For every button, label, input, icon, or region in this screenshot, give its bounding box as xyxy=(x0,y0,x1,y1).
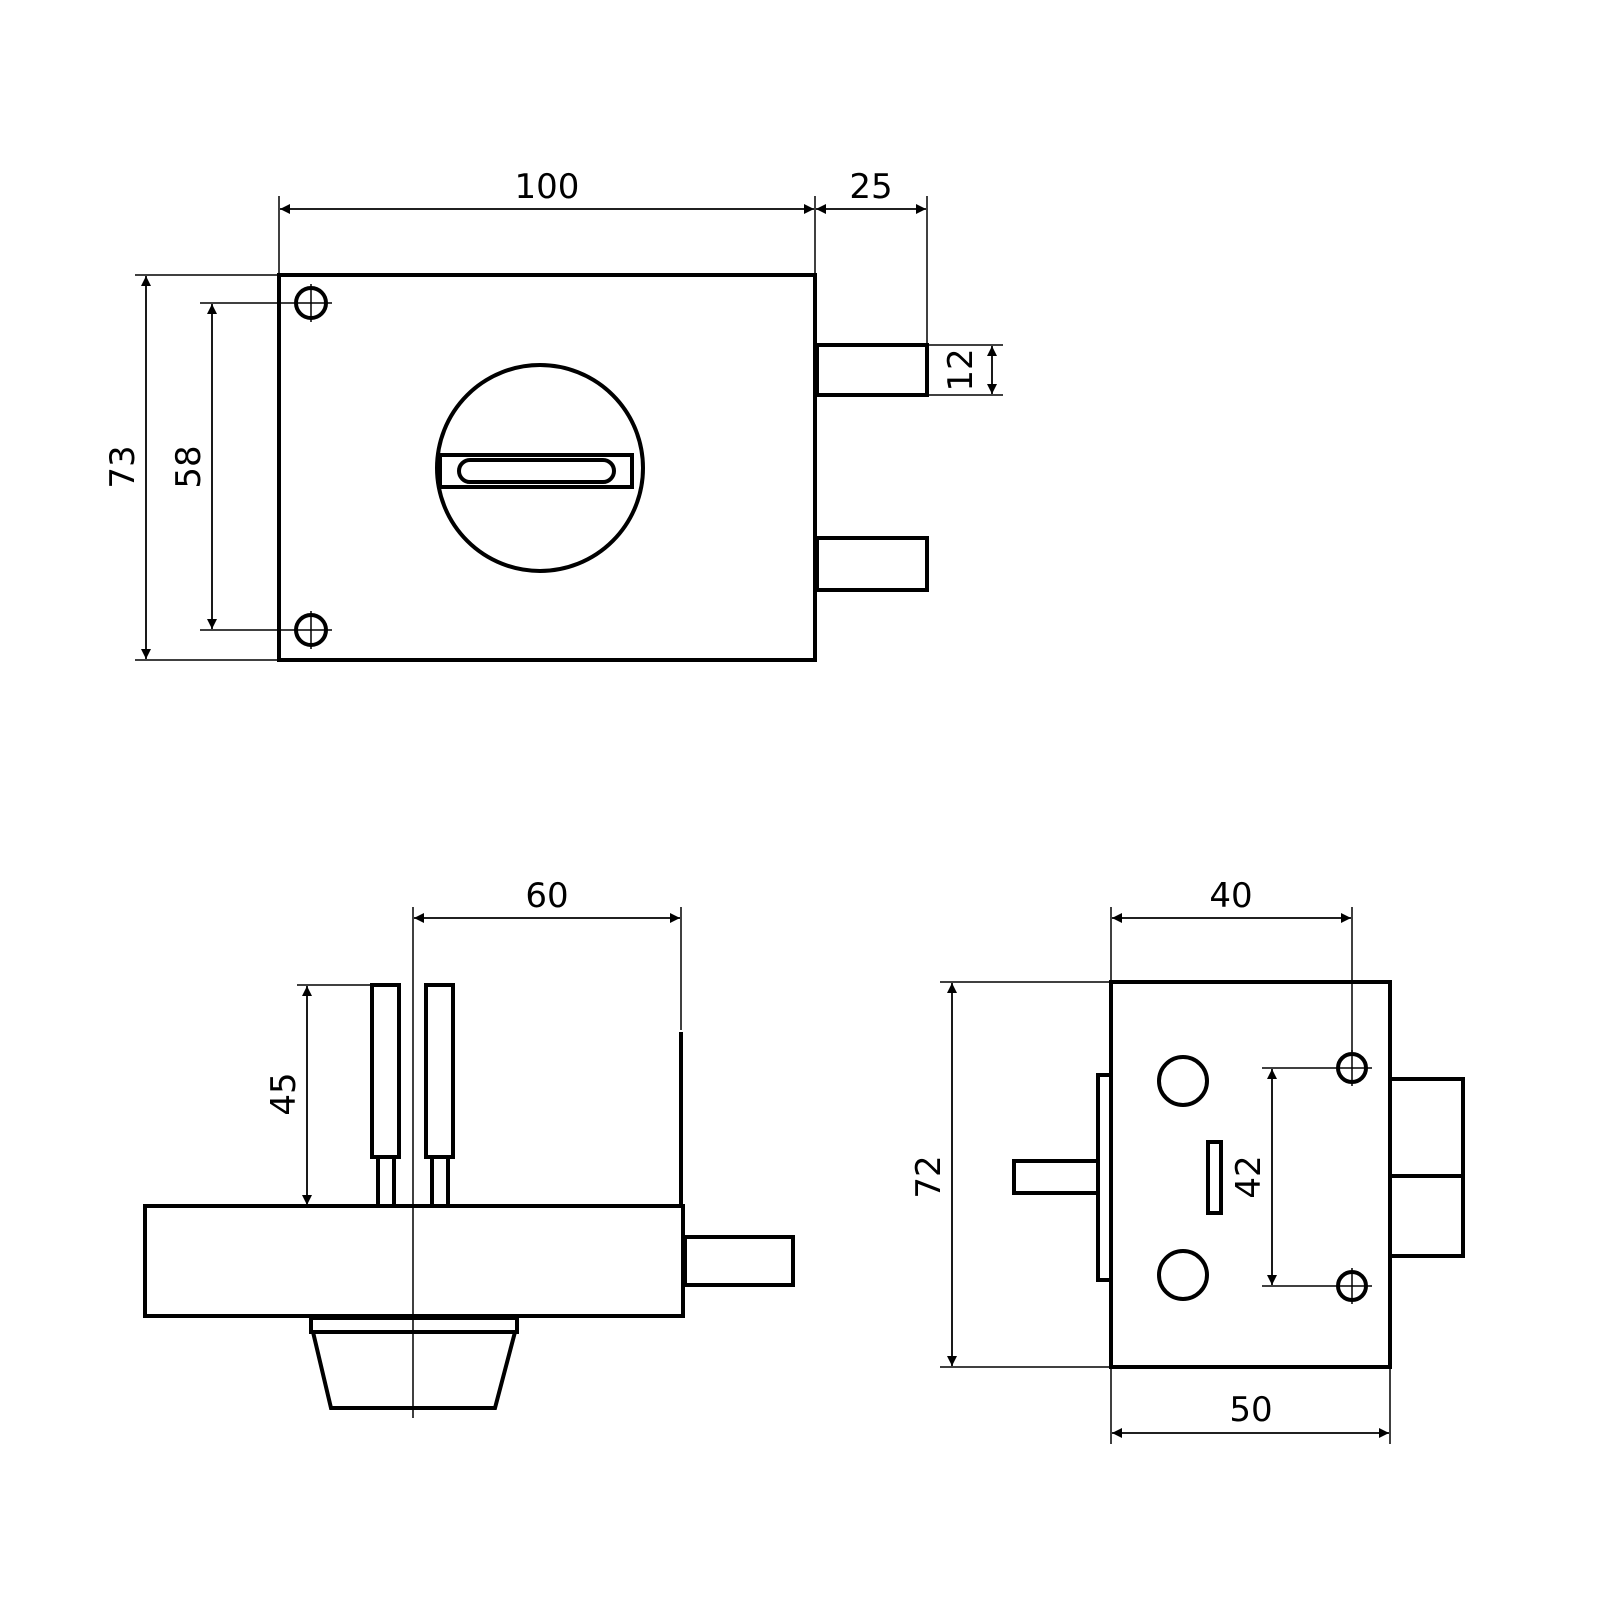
label-end-hole-spacing: 42 xyxy=(1229,1155,1269,1198)
dimension-bottom-width: 50 xyxy=(1110,1369,1391,1444)
label-hole-spacing: 58 xyxy=(169,445,209,488)
dimension-height: 73 xyxy=(103,274,277,661)
label-width: 100 xyxy=(515,167,580,207)
end-bolt-upper xyxy=(1388,1077,1465,1178)
label-top-width: 40 xyxy=(1209,876,1252,916)
dimension-width: 100 xyxy=(278,167,816,273)
cylinder-stem-left xyxy=(376,1155,396,1208)
dimension-end-height: 72 xyxy=(909,981,1109,1368)
end-view: 40 72 42 50 xyxy=(909,876,1465,1444)
cylinder-bar-left xyxy=(370,983,401,1159)
side-bolt xyxy=(683,1235,795,1287)
end-spindle xyxy=(1012,1159,1100,1195)
label-depth: 60 xyxy=(525,876,568,916)
dimension-cylinder: 45 xyxy=(264,984,370,1205)
front-view: 100 25 73 58 12 xyxy=(103,167,1003,662)
label-end-height: 72 xyxy=(909,1155,949,1198)
side-view: 60 45 xyxy=(143,876,795,1418)
upper-bolt xyxy=(815,343,929,397)
end-bolt-lower xyxy=(1388,1174,1465,1258)
lock-body-front xyxy=(277,273,817,662)
label-cylinder: 45 xyxy=(264,1072,304,1115)
side-knob xyxy=(309,1316,519,1410)
lock-body-side xyxy=(143,1204,685,1318)
dimension-end-hole-spacing: 42 xyxy=(1229,1069,1277,1285)
dimension-bolt-thickness: 12 xyxy=(929,344,1003,396)
label-bolt-projection: 25 xyxy=(849,167,892,207)
lower-bolt xyxy=(815,536,929,592)
dimension-hole-spacing: 58 xyxy=(169,304,217,629)
dimension-bolt-projection: 25 xyxy=(816,167,928,343)
screw-hole-bottom xyxy=(200,611,332,649)
turn-knob xyxy=(435,363,645,573)
large-hole-bottom xyxy=(1157,1249,1209,1301)
small-hole-bottom xyxy=(1262,1268,1372,1304)
small-hole-top xyxy=(1262,1050,1372,1086)
dimension-top-width: 40 xyxy=(1110,876,1353,1052)
label-height: 73 xyxy=(103,445,143,488)
dimension-depth: 60 xyxy=(414,876,682,1030)
label-bolt-thickness: 12 xyxy=(941,348,981,391)
large-hole-top xyxy=(1157,1055,1209,1107)
label-bottom-width: 50 xyxy=(1229,1390,1272,1430)
cylinder-bar-right xyxy=(424,983,455,1159)
key-slot xyxy=(1206,1140,1223,1215)
cylinder-stem-right xyxy=(430,1155,450,1208)
screw-hole-top xyxy=(200,284,332,322)
